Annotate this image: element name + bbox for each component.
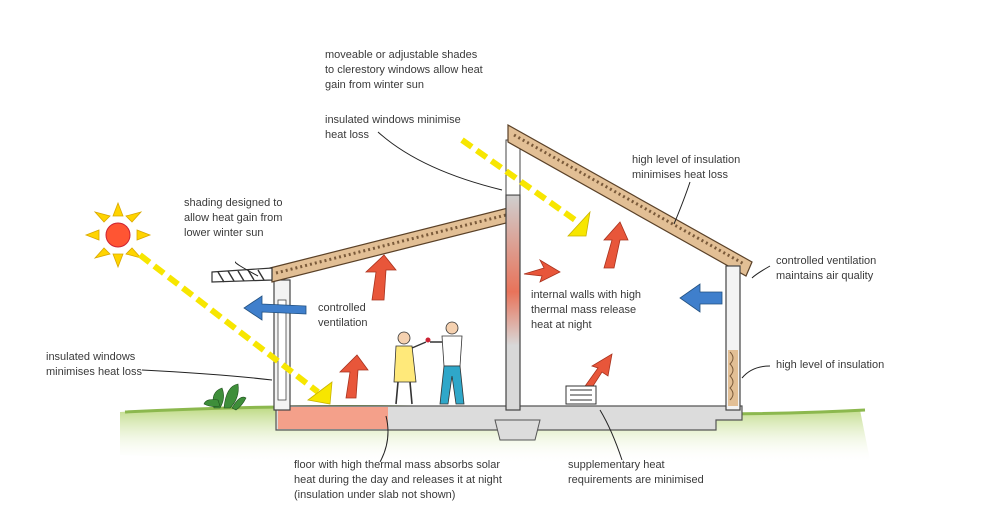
floor-mass-label: floor with high thermal mass absorbs sol… bbox=[294, 458, 502, 503]
heater-icon bbox=[565, 385, 597, 405]
clerestory-shades-label: moveable or adjustable shades to clerest… bbox=[325, 48, 483, 93]
text-line: heat loss bbox=[325, 129, 370, 141]
text-line: controlled ventilation bbox=[776, 255, 877, 267]
lower-roof bbox=[269, 207, 511, 283]
central-thermal-wall bbox=[505, 194, 521, 411]
sun-icon bbox=[84, 201, 152, 269]
eave-shade bbox=[211, 267, 273, 283]
leader-lines bbox=[141, 131, 771, 463]
text-line: internal walls with high bbox=[531, 289, 642, 301]
people-figures bbox=[393, 321, 465, 405]
text-line: controlled bbox=[318, 302, 366, 314]
shading-designed-label: shading designed to allow heat gain from… bbox=[184, 196, 282, 241]
upper-roof bbox=[507, 123, 753, 277]
insulated-windows-top-label: insulated windows minimise heat loss bbox=[325, 113, 461, 143]
low-sun-beam bbox=[138, 252, 320, 395]
wall-insulation-label: high level of insulation bbox=[776, 358, 884, 373]
right-wall-insulation bbox=[728, 350, 738, 406]
left-window bbox=[277, 299, 287, 401]
roof-insulation-label: high level of insulation minimises heat … bbox=[632, 153, 740, 183]
vent-arrow-icon bbox=[243, 283, 723, 321]
plant-icon bbox=[203, 383, 247, 411]
internal-walls-label: internal walls with high thermal mass re… bbox=[531, 288, 641, 333]
text-line: insulated windows minimise bbox=[325, 114, 461, 126]
text-line: requirements are minimised bbox=[568, 474, 704, 486]
heat-arrow-icon bbox=[339, 221, 629, 401]
clerestory-sun-beam bbox=[460, 137, 580, 225]
text-line: shading designed to bbox=[184, 197, 283, 209]
text-line: maintains air quality bbox=[776, 270, 874, 282]
text-line: floor with high thermal mass absorbs sol… bbox=[294, 459, 501, 471]
text-line: insulated windows bbox=[46, 351, 136, 363]
text-line: to clerestory windows allow heat bbox=[325, 64, 483, 76]
text-line: high level of insulation bbox=[776, 359, 885, 371]
clerestory-sun-beam-arrow bbox=[567, 210, 591, 237]
supplementary-heat-label: supplementary heat requirements are mini… bbox=[568, 458, 704, 488]
warm-floor-zone bbox=[278, 407, 388, 429]
upper-roof-insulation bbox=[513, 133, 745, 266]
text-line: ventilation bbox=[318, 317, 368, 329]
slab-footing bbox=[494, 419, 541, 441]
text-line: lower winter sun bbox=[184, 227, 264, 239]
text-line: heat during the day and releases it at n… bbox=[294, 474, 502, 486]
text-line: moveable or adjustable shades bbox=[325, 49, 478, 61]
text-line: heat at night bbox=[531, 319, 592, 331]
text-line: thermal mass release bbox=[531, 304, 637, 316]
insulated-windows-left-label: insulated windows minimises heat loss bbox=[46, 350, 142, 380]
floor-slab bbox=[275, 405, 743, 431]
text-line: gain from winter sun bbox=[325, 79, 425, 91]
text-line: minimises heat loss bbox=[632, 169, 728, 181]
text-line: minimises heat loss bbox=[46, 366, 142, 378]
low-sun-beam-arrow bbox=[307, 381, 333, 405]
text-line: high level of insulation bbox=[632, 154, 741, 166]
text-line: allow heat gain from bbox=[184, 212, 283, 224]
text-line: (insulation under slab not shown) bbox=[294, 489, 456, 501]
text-line: supplementary heat bbox=[568, 459, 665, 471]
controlled-ventilation-label: controlled ventilation bbox=[318, 301, 368, 331]
controlled-ventilation-air-label: controlled ventilation maintains air qua… bbox=[776, 254, 876, 284]
